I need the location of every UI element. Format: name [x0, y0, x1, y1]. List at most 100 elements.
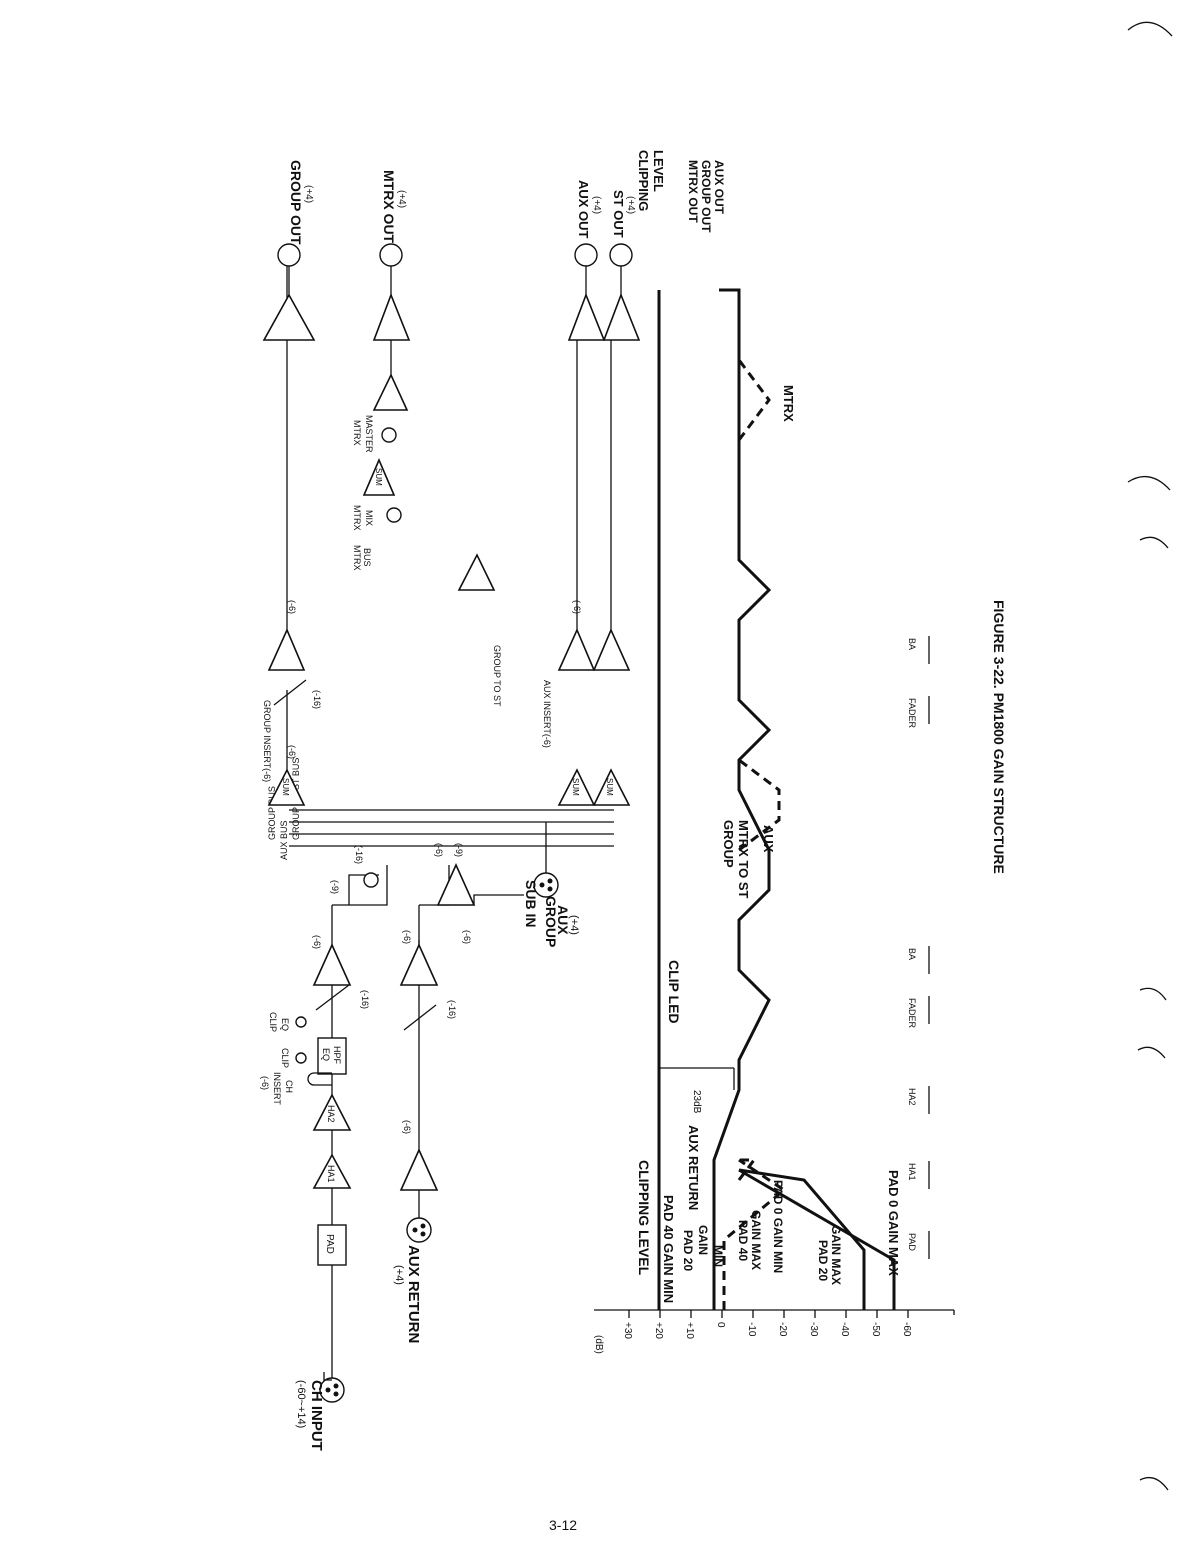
group-bus-label: GROUP BUS — [267, 786, 277, 840]
mtrx-out-amp — [372, 292, 411, 341]
st-out-level: (+4) — [625, 196, 636, 214]
aux-out-amp — [567, 292, 606, 341]
aux-return-fader-icon — [403, 1004, 437, 1031]
aux-return-amp — [399, 1148, 439, 1191]
y-tick-label: -60 — [901, 1322, 912, 1337]
curve-label-aux: AUX — [761, 825, 776, 853]
eq-clip-led-icon — [295, 1016, 307, 1028]
aux-ba-level: (-6) — [572, 600, 582, 614]
st-out-connector — [609, 243, 633, 267]
curve-label-pad20-max-2: GAIN MAX — [829, 1225, 843, 1285]
right-outs-label-2: GROUP OUT — [699, 160, 713, 233]
st-out-amp — [602, 292, 641, 341]
group-out-label: GROUP OUT — [288, 160, 304, 245]
pad-label: PAD — [324, 1234, 335, 1254]
right-outs-label-3: AUX OUT — [712, 160, 726, 215]
y-tick-label: -30 — [808, 1322, 819, 1337]
clip-label: CLIP — [280, 1048, 290, 1068]
mtrx-mix-label-1: MTRX — [352, 505, 362, 531]
y-tick-label: -10 — [746, 1322, 757, 1337]
clip-led-icon — [295, 1052, 307, 1064]
gain-curve-pad20max — [738, 1168, 866, 1310]
gain-curve-pad20min — [722, 1158, 787, 1310]
curve-label-pad0-max: PAD 0 GAIN MAX — [886, 1170, 901, 1276]
group-sum-label: SUM — [281, 778, 290, 796]
curve-label-pad40-min: PAD 40 GAIN MIN — [661, 1195, 676, 1303]
right-clipping-label-1: CLIPPING — [636, 150, 651, 211]
group-out-connector — [277, 243, 301, 267]
ch-insert-label-3: (-6) — [260, 1076, 270, 1090]
st-out-label: ST OUT — [611, 190, 626, 238]
aux-return-send-level-2: (-6) — [434, 843, 444, 857]
aux-return-ba-level: (-6) — [402, 930, 412, 944]
group-ba-amp — [267, 628, 306, 671]
right-clipping-label-2: LEVEL — [651, 150, 666, 192]
mtrx-bus-label-2: BUS — [362, 548, 372, 567]
y-tick-label: -40 — [839, 1322, 850, 1337]
group-fader-level: (-16) — [312, 690, 322, 709]
mtrx-bus-label-1: MTRX — [352, 545, 362, 571]
aux-return-fader-level: (-16) — [447, 1000, 457, 1019]
ch-fader-level: (-16) — [360, 990, 370, 1009]
st-ba-amp — [592, 628, 631, 671]
bus-lines — [289, 809, 614, 847]
group-sum-level: (-6) — [287, 745, 297, 759]
aux-return-level: (+4) — [393, 1265, 405, 1285]
y-tick-label: 0 — [715, 1322, 726, 1328]
curve-label-pad40-max-1: PAD 40 — [736, 1220, 750, 1261]
eq-clip-label-1: EQ — [280, 1018, 290, 1031]
mtrx-sum-label: SUM — [374, 468, 383, 486]
group-out-amp — [262, 293, 316, 341]
aux-out-level: (+4) — [591, 196, 602, 214]
gain-curve-aux — [738, 758, 781, 852]
stage-label: PAD — [907, 1233, 917, 1251]
mtrx-master-knob — [381, 427, 397, 443]
ch-send-level-1: (-9) — [330, 880, 340, 894]
mtrx-out-connector — [379, 243, 403, 267]
st-sum-label: SUM — [605, 778, 614, 796]
aux-return-send-level-1: (-9) — [454, 843, 464, 857]
eq-clip-label-2: CLIP — [268, 1012, 278, 1032]
mtrx-sum-amp — [362, 457, 396, 496]
curve-label-group-1: GROUP — [721, 820, 736, 868]
group-out-level: (+4) — [303, 185, 314, 203]
curve-label-mtrx: MTRX — [781, 385, 796, 422]
headroom-label: 23dB — [691, 1090, 702, 1114]
aux-out-label: AUX OUT — [576, 180, 591, 239]
group-to-st-amp — [457, 553, 496, 591]
aux-insert-label: AUX INSERT(-6) — [542, 680, 552, 748]
clip-led-label: CLIP LED — [666, 960, 682, 1024]
clipping-level-label: CLIPPING LEVEL — [636, 1160, 652, 1276]
group-fader-icon — [273, 679, 307, 706]
stage-label: HA1 — [907, 1163, 917, 1181]
group-to-st-label: GROUP TO ST — [492, 645, 502, 707]
ha1-label: HA1 — [326, 1165, 336, 1183]
sub-in-label: SUB IN — [523, 880, 539, 927]
group-sum-amp — [267, 768, 306, 806]
curve-label-pad20-min-1: PAD 20 — [681, 1230, 695, 1271]
ha1-amp — [312, 1153, 352, 1189]
y-tick-label: +20 — [653, 1322, 664, 1339]
right-outs-label-1: MTRX OUT — [686, 160, 700, 223]
stage-label: BA — [907, 948, 917, 960]
ha2-label: HA2 — [326, 1105, 336, 1123]
scan-edge-marks — [1127, 21, 1173, 1491]
stage-label: HA2 — [907, 1088, 917, 1106]
mtrx-master-label-2: MASTER — [364, 415, 374, 453]
figure-caption: FIGURE 3-22. PM1800 GAIN STRUCTURE — [991, 600, 1007, 874]
ch-ba-amp — [312, 943, 352, 986]
ch-input-label: CH INPUT — [308, 1380, 325, 1451]
curve-label-pad40-max-2: GAIN MAX — [749, 1210, 763, 1270]
y-tick-label: -20 — [777, 1322, 788, 1337]
mtrx-out-label: MTRX OUT — [381, 170, 397, 244]
stage-label: BA — [907, 638, 917, 650]
mtrx-out-level: (+4) — [396, 190, 407, 208]
gain-curve-pad0max — [738, 1168, 896, 1310]
mtrx-mix-label-2: MIX — [364, 510, 374, 526]
pad-block — [317, 1224, 347, 1266]
aux-sum-label: SUM — [571, 778, 580, 796]
sub-in-group: GROUP — [543, 896, 559, 947]
aux-return-ba-amp — [399, 943, 439, 986]
ch-ba-level: (-6) — [312, 935, 322, 949]
